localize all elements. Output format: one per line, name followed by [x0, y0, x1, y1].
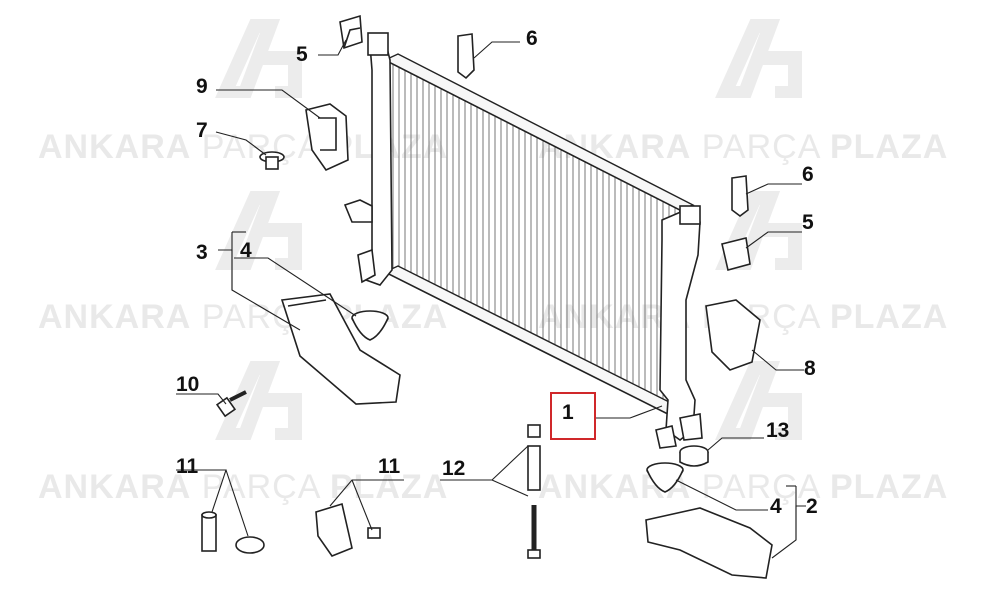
watermark-logo-top-right	[714, 18, 805, 100]
bracket-part-3	[280, 293, 401, 405]
bracket-part-9	[305, 103, 349, 172]
callout-1-highlight	[550, 392, 596, 440]
callout-4-left[interactable]: 4	[240, 239, 252, 262]
leader-5-top	[318, 39, 347, 56]
mount-part-5-right	[721, 237, 751, 271]
watermark-text-row3-left: ANKARA PARÇA PLAZA	[38, 468, 449, 506]
grommet-part-4-left	[351, 310, 389, 341]
callout-6-top[interactable]: 6	[526, 27, 538, 50]
leader-11-left-b	[225, 469, 249, 537]
leader-4-left	[234, 257, 357, 317]
leader-8	[751, 349, 804, 371]
leader-12-b	[491, 479, 529, 497]
leader-9	[216, 89, 321, 119]
pin-part-11-left	[201, 511, 265, 554]
ring-part-13	[679, 445, 709, 467]
callout-8[interactable]: 8	[804, 357, 816, 380]
callout-4-right[interactable]: 4	[770, 495, 782, 518]
spacer-part-12	[527, 424, 541, 559]
leader-6-top	[473, 41, 520, 59]
callout-11-right[interactable]: 11	[378, 455, 401, 478]
clip-part-6-top	[457, 33, 475, 80]
callout-10[interactable]: 10	[176, 373, 200, 396]
callout-3[interactable]: 3	[196, 241, 208, 264]
callout-7[interactable]: 7	[196, 119, 208, 142]
callout-12[interactable]: 12	[442, 457, 466, 480]
watermark-logo-top-left	[214, 18, 305, 100]
bracket-part-8	[705, 299, 761, 371]
callout-11-left[interactable]: 11	[176, 455, 199, 478]
leader-11-right-b	[351, 479, 373, 531]
radiator-right-tank	[655, 205, 703, 449]
screw-part-7	[259, 151, 285, 170]
leader-1	[594, 405, 663, 419]
leader-lines	[176, 39, 806, 559]
callout-13[interactable]: 13	[766, 419, 790, 442]
callout-9[interactable]: 9	[196, 75, 208, 98]
leader-7	[215, 131, 267, 156]
leader-13	[707, 437, 764, 451]
leader-10	[176, 393, 227, 405]
callout-5-right[interactable]: 5	[802, 211, 814, 234]
callout-5-top[interactable]: 5	[296, 43, 308, 66]
watermark-text-row2-left: ANKARA PARÇA PLAZA	[38, 298, 449, 336]
mount-part-5-top	[339, 14, 363, 50]
leader-11-right	[329, 479, 404, 507]
callout-6-right[interactable]: 6	[802, 163, 814, 186]
callout-2[interactable]: 2	[806, 495, 818, 518]
leader-6-right	[745, 183, 802, 195]
radiator-core	[383, 53, 695, 422]
bolt-part-10	[215, 390, 247, 418]
leader-4-right	[675, 479, 768, 511]
watermark-logo-low-right	[714, 360, 805, 442]
grommet-part-4-right	[646, 462, 684, 493]
radiator-left-tank	[343, 32, 393, 286]
leader-5-right	[745, 231, 802, 249]
clip-part-6-right	[731, 175, 749, 217]
watermark-logo-mid-left	[214, 190, 305, 272]
bracket-part-2	[645, 507, 773, 579]
callout-1[interactable]: 1	[562, 401, 574, 424]
bracket-part-11-right	[315, 502, 381, 557]
